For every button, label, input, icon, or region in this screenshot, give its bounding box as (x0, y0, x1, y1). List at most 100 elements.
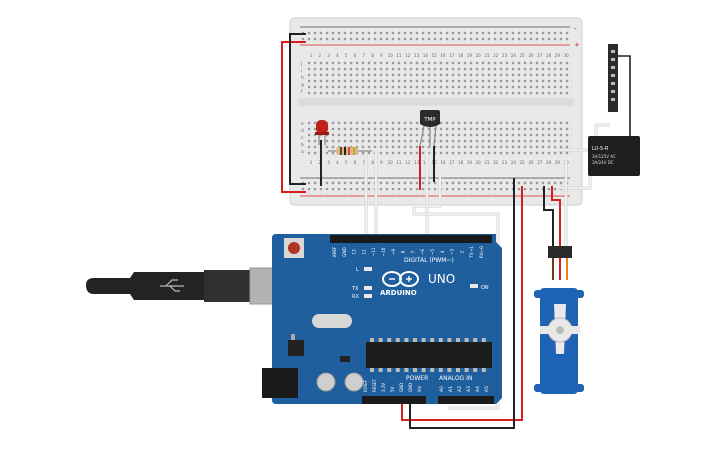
column-number: 24 (511, 53, 517, 58)
analog-pin-label: A1 (448, 386, 454, 392)
relay-rating-dc: 3A/24V DC (592, 160, 614, 165)
digital-pin-label: 4 (440, 250, 445, 253)
column-number: 1 (310, 160, 313, 165)
column-number: 19 (467, 160, 473, 165)
chip-pin (473, 338, 478, 342)
column-number: 28 (546, 160, 552, 165)
column-number: 23 (502, 160, 508, 165)
reset-button[interactable] (284, 238, 304, 258)
column-number: 10 (388, 53, 394, 58)
power-header[interactable] (362, 396, 426, 404)
chip-pin (413, 338, 417, 342)
digital-pin-label: ~5 (430, 249, 435, 256)
digital-header[interactable] (330, 235, 492, 243)
chip-pin (370, 368, 374, 372)
rail-plus-label: + (574, 41, 580, 49)
usb-icon (160, 279, 184, 292)
column-number: 27 (537, 53, 543, 58)
chip-pin (447, 338, 452, 342)
chip-pin (464, 338, 469, 342)
chip-pin (481, 338, 486, 342)
temperature-sensor[interactable]: TMP (419, 110, 440, 147)
relay-title: LU-5-R (592, 146, 609, 152)
resistor[interactable] (328, 147, 372, 155)
column-number: 9 (380, 160, 383, 165)
digital-pin-label: ~10 (381, 247, 386, 256)
usb-cable (86, 267, 277, 305)
chip-pin (438, 368, 443, 372)
column-number: 4 (336, 53, 339, 58)
chip-pin (447, 368, 452, 372)
column-number: 14 (423, 53, 429, 58)
column-number: 4 (336, 160, 339, 165)
digital-pin-label: 2 (459, 250, 464, 253)
chip-pin (473, 368, 478, 372)
column-number: 20 (476, 53, 482, 58)
column-number: 7 (363, 53, 366, 58)
column-number: 6 (354, 160, 357, 165)
arduino-logo-icon (382, 271, 419, 287)
power-pin-label: Vin (417, 385, 422, 392)
column-number: 29 (555, 160, 561, 165)
column-number: 19 (467, 53, 473, 58)
chip-pin (413, 368, 417, 372)
column-number: 17 (449, 160, 455, 165)
chip-pin (438, 338, 443, 342)
tmp-label: TMP (423, 117, 436, 123)
digital-pin-label: ~11 (371, 247, 376, 256)
column-number: 5 (345, 160, 348, 165)
column-number: 22 (493, 53, 499, 58)
servo-horn[interactable] (540, 304, 580, 354)
svg-text:TX: TX (351, 286, 359, 292)
column-number: 15 (432, 53, 438, 58)
column-number: 12 (405, 160, 411, 165)
digital-pin-label: GND (342, 247, 347, 257)
digital-pin-label: AREF (332, 246, 337, 257)
digital-pin-label: ~9 (391, 249, 396, 256)
microcontroller-chip (366, 342, 492, 368)
servo-motor[interactable] (534, 246, 584, 394)
relay-module[interactable]: LU-5-R 3A/125V AC 3A/24V DC (588, 44, 640, 176)
row-letter: c (301, 136, 304, 141)
column-number: 27 (537, 160, 543, 165)
column-number: 13 (414, 53, 420, 58)
row-letter: h (301, 75, 304, 81)
chip-pin (421, 338, 426, 342)
column-number: 13 (414, 160, 420, 165)
terminal-strip-top (308, 60, 572, 96)
power-pin-label: GND (408, 383, 413, 392)
column-number: 16 (440, 160, 446, 165)
analog-header[interactable] (438, 396, 494, 404)
column-number: 12 (405, 53, 411, 58)
column-number: 11 (396, 53, 402, 58)
row-letter: j (300, 61, 302, 67)
power-jack[interactable] (262, 368, 298, 398)
digital-pin-label: ~3 (450, 249, 455, 256)
column-number: 28 (546, 53, 552, 58)
power-pin-label: GND (399, 383, 404, 392)
row-letter: e (301, 122, 304, 127)
relay-rating-ac: 3A/125V AC (592, 154, 616, 159)
power-pin-label: RESET (372, 379, 377, 392)
chip-pin (395, 368, 400, 372)
chip-pin (456, 368, 460, 372)
chip-pin (430, 338, 435, 342)
column-number: 18 (458, 160, 464, 165)
column-number: 3 (327, 160, 330, 165)
chip-pin (378, 338, 383, 342)
svg-text:L: L (356, 267, 359, 273)
column-number: 1 (310, 53, 313, 58)
row-letter: d (301, 128, 304, 134)
model-label: UNO (428, 272, 455, 286)
chip-pin (395, 338, 400, 342)
analog-pin-label: A5 (484, 386, 490, 392)
row-letter: b (301, 142, 304, 148)
column-number: 30 (564, 53, 570, 58)
column-number: 25 (520, 160, 526, 165)
chip-pin (430, 368, 435, 372)
column-number: 26 (528, 53, 534, 58)
led[interactable] (315, 120, 329, 145)
chip-pin (464, 368, 469, 372)
row-letter: f (301, 89, 303, 95)
